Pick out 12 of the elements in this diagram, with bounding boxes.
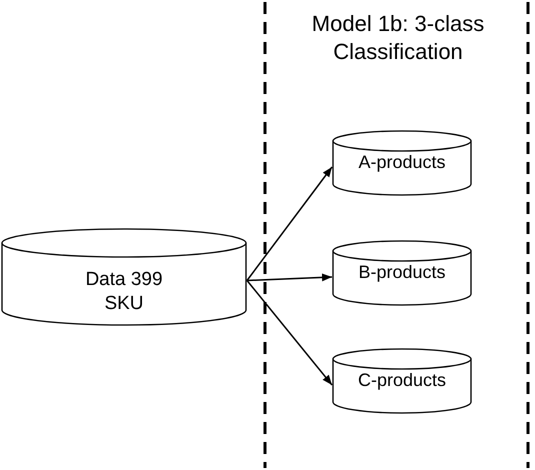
node-label: Data 399 SKU (84, 268, 164, 316)
title: Model 1b: 3-class Classification (310, 10, 486, 66)
database-cylinder (1, 228, 247, 326)
arrow (246, 166, 333, 281)
database-cylinder (332, 348, 472, 414)
node-label: C-products (358, 369, 446, 392)
arrow (246, 280, 333, 386)
database-cylinder (332, 240, 472, 306)
node-label: A-products (358, 151, 446, 174)
database-cylinder (332, 130, 472, 196)
arrow (246, 273, 332, 282)
node-label: B-products (358, 261, 446, 284)
